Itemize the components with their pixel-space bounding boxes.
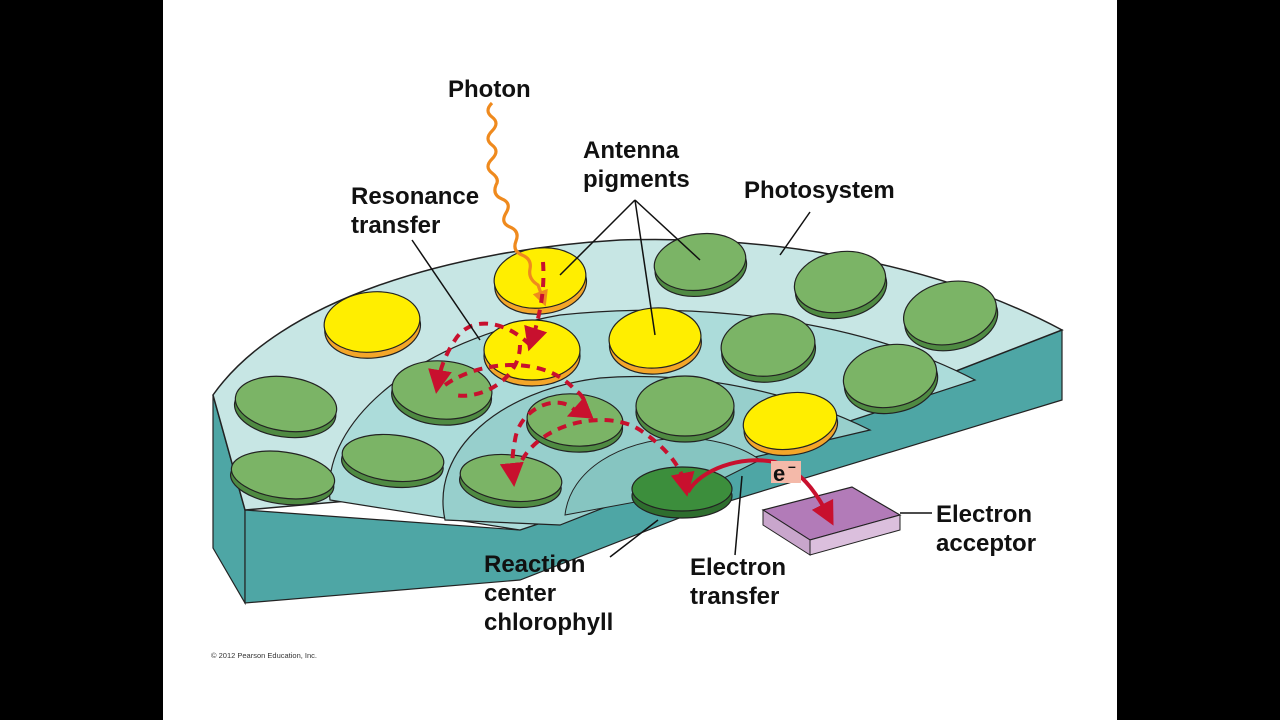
leader-lines <box>411 199 932 558</box>
label-resonance-transfer-line2: transfer <box>351 212 441 239</box>
antenna-pigment-green <box>720 313 817 383</box>
label-resonance-transfer: Resonance transfer <box>351 182 479 240</box>
antenna-pigment-yellow <box>493 247 588 315</box>
antenna-pigment-green <box>229 450 336 506</box>
label-reaction-center-line2: center <box>484 580 557 607</box>
antenna-pigment-green <box>635 375 735 443</box>
electron-charge: – <box>788 458 796 474</box>
pigment-group <box>229 232 999 509</box>
label-reaction-center-chlorophyll: Reaction center chlorophyll <box>484 550 613 637</box>
antenna-pigment-green <box>842 343 939 415</box>
copyright-notice: © 2012 Pearson Education, Inc. <box>211 651 318 660</box>
label-electron-transfer-line2: transfer <box>690 583 780 610</box>
electron-symbol-box <box>771 461 801 483</box>
label-electron-transfer: Electron transfer <box>690 553 786 611</box>
label-electron-acceptor-line1: Electron <box>936 501 1033 528</box>
antenna-pigment-yellow <box>483 319 581 387</box>
label-electron-transfer-line1: Electron <box>690 554 787 581</box>
electron-symbol: e <box>773 461 785 486</box>
label-photon: Photon <box>448 76 531 103</box>
antenna-pigment-yellow <box>608 307 702 375</box>
antenna-pigment-green <box>653 232 748 297</box>
antenna-pigment-yellow <box>742 391 839 457</box>
label-antenna-pigments-line2: pigments <box>583 166 690 193</box>
antenna-pigment-green <box>902 280 999 352</box>
electron-acceptor-box <box>761 486 902 556</box>
antenna-pigment-green <box>340 433 445 489</box>
label-antenna-pigments-line1: Antenna <box>583 137 679 164</box>
label-reaction-center-line1: Reaction <box>484 551 586 578</box>
label-electron-acceptor: Electron acceptor <box>936 500 1036 558</box>
label-photosystem: Photosystem <box>744 177 895 204</box>
label-electron-acceptor-line2: acceptor <box>936 530 1037 557</box>
photon-arrow <box>486 101 548 307</box>
antenna-pigment-green <box>793 250 888 320</box>
label-antenna-pigments: Antenna pigments <box>583 136 690 194</box>
label-reaction-center-line3: chlorophyll <box>484 609 614 636</box>
antenna-pigment-green <box>233 375 338 439</box>
resonance-transfer-arrows <box>428 261 695 497</box>
label-resonance-transfer-line1: Resonance <box>351 183 480 210</box>
antenna-pigment-yellow <box>323 291 422 359</box>
